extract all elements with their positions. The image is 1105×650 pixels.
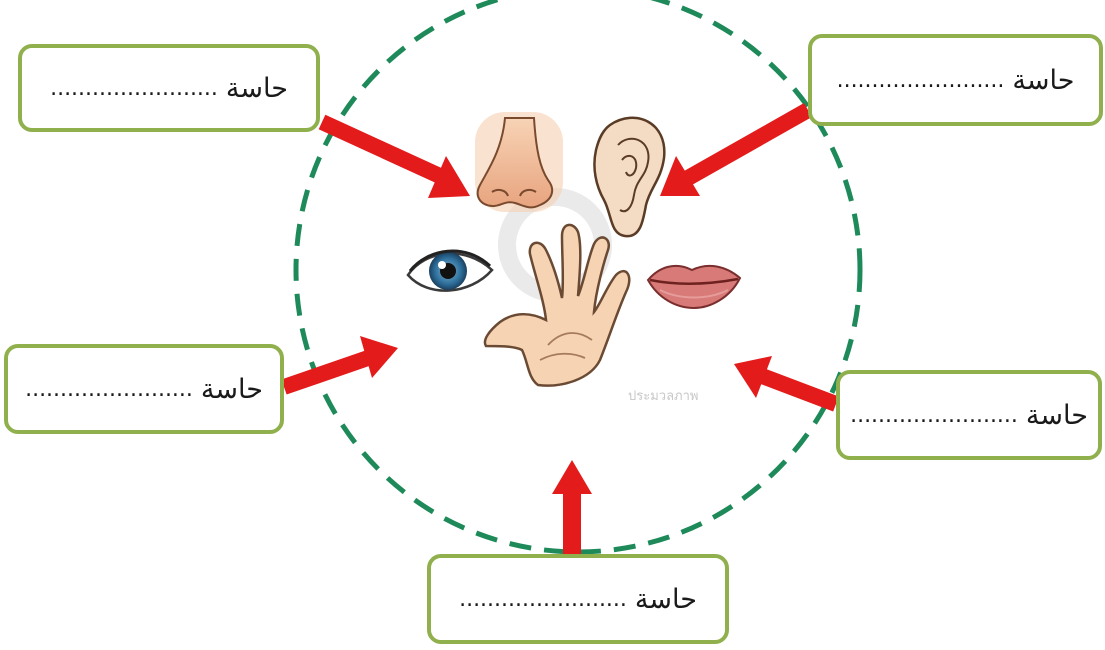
answer-box-skin[interactable]: حاسة ........................ (427, 554, 729, 644)
answer-box-nose[interactable]: حاسة ........................ (18, 44, 320, 132)
arrow-to-ear (660, 110, 808, 196)
answer-box-ear[interactable]: حاسة ........................ (808, 34, 1103, 126)
sense-word: حاسة (226, 73, 288, 104)
arrow-to-mouth (734, 356, 836, 404)
sense-word: حاسة (201, 374, 263, 405)
nose-icon (475, 112, 563, 212)
mouth-icon (648, 266, 740, 308)
answer-blank: ........................ (459, 587, 627, 612)
sense-word: حاسة (635, 584, 697, 615)
watermark-text: ประมวลภาพ (628, 385, 699, 406)
eye-icon (408, 251, 492, 291)
answer-box-tongue[interactable]: حاسة ........................ (836, 370, 1102, 460)
answer-blank: ........................ (850, 403, 1018, 428)
answer-blank: ........................ (50, 76, 218, 101)
answer-box-eye[interactable]: حاسة ........................ (4, 344, 284, 434)
sense-word: حاسة (1012, 65, 1074, 96)
arrow-to-nose (322, 122, 470, 198)
answer-blank: ........................ (837, 68, 1005, 93)
sense-word: حاسة (1026, 400, 1088, 431)
answer-blank: ........................ (25, 377, 193, 402)
arrow-to-hand (552, 460, 592, 554)
arrow-to-eye (284, 336, 398, 387)
